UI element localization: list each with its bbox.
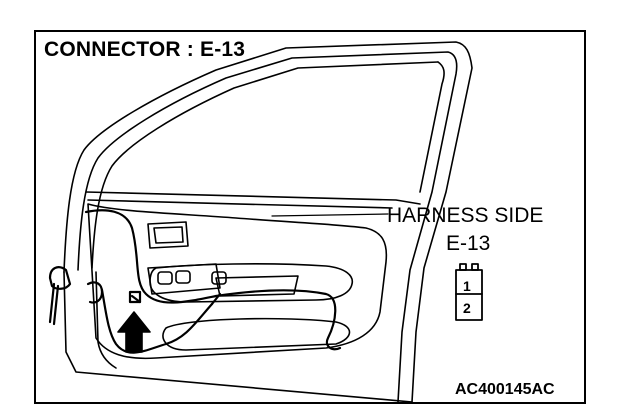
leader-line — [271, 213, 389, 217]
pin-1-label: 1 — [463, 278, 471, 294]
figure-code: AC400145AC — [455, 381, 555, 398]
door-drawing — [48, 41, 483, 402]
connector-title: CONNECTOR : E-13 — [44, 38, 246, 61]
diagram-frame: CONNECTOR : E-13 HARNESS SIDE E-13 1 2 A… — [34, 30, 586, 404]
pin-2-label: 2 — [463, 300, 471, 316]
connector-id-label: E-13 — [446, 232, 491, 255]
door-frame — [63, 41, 473, 402]
harness-side-label: HARNESS SIDE — [387, 204, 544, 227]
connector-face-symbol — [455, 263, 483, 321]
pointer-arrow — [117, 311, 151, 353]
